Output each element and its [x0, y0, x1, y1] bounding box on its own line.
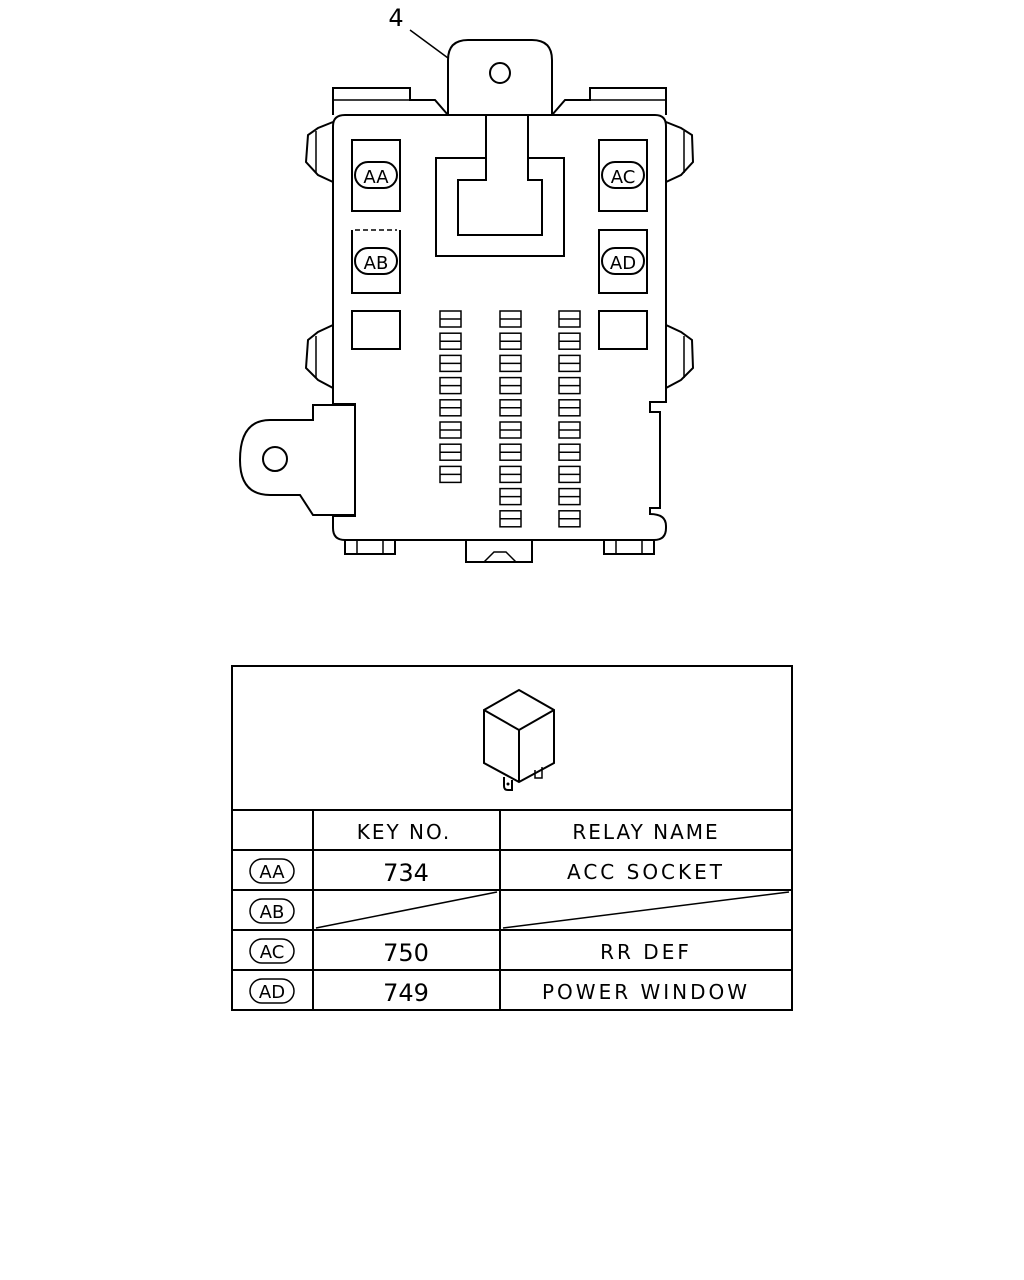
- callout-leader: [409, 29, 449, 59]
- right-clip-upper: [665, 121, 695, 183]
- left-mount-hole: [262, 446, 288, 472]
- bottom-feet: [344, 540, 655, 563]
- left-clip-upper: [304, 121, 334, 183]
- header-relay-name: RELAY NAME: [572, 820, 719, 844]
- row-relay-name: POWER WINDOW: [542, 980, 750, 1004]
- table-row: AA 734 ACC SOCKET: [249, 858, 725, 887]
- slot-ab: AB: [351, 229, 401, 294]
- table-row: AC 750 RR DEF: [249, 938, 692, 967]
- row-code: AC: [260, 942, 285, 963]
- small-socket-left: [351, 310, 401, 350]
- table-row: AB: [249, 891, 790, 929]
- row-relay-name: ACC SOCKET: [567, 860, 725, 884]
- empty-key-slash: [315, 891, 498, 929]
- right-clip-lower: [665, 324, 695, 389]
- top-mounting-tab: [447, 39, 553, 115]
- slot-ad-label: AD: [610, 253, 636, 274]
- center-socket: [435, 115, 565, 257]
- row-key-no: 750: [383, 939, 429, 967]
- row-key-no: 734: [383, 859, 429, 887]
- slot-ab-label: AB: [364, 253, 389, 274]
- empty-name-slash: [502, 891, 790, 929]
- slot-aa-label: AA: [363, 167, 389, 188]
- small-socket-right: [598, 310, 648, 350]
- row-code: AD: [259, 982, 285, 1003]
- table-row: AD 749 POWER WINDOW: [249, 978, 750, 1007]
- relay-icon: [483, 688, 555, 791]
- left-mounting-ear: [238, 404, 355, 516]
- header-key-no: KEY NO.: [357, 820, 452, 844]
- row-key-no: 749: [383, 979, 429, 1007]
- top-mount-hole: [489, 62, 511, 84]
- slot-ac-label: AC: [611, 167, 636, 188]
- top-right-shoulder: [551, 87, 667, 116]
- callout-number: 4: [388, 4, 403, 32]
- row-code: AB: [260, 902, 285, 923]
- left-clip-lower: [304, 324, 334, 389]
- row-code: AA: [259, 862, 285, 883]
- relay-box: AA AB AC AD: [238, 39, 695, 563]
- box-body: [332, 114, 667, 541]
- relay-table: KEY NO. RELAY NAME AA 734 ACC SOCKET AB …: [231, 665, 793, 1011]
- slot-aa: AA: [351, 139, 401, 212]
- slot-ac: AC: [598, 139, 648, 212]
- top-left-shoulder: [332, 87, 449, 116]
- fuse-columns: [439, 310, 581, 528]
- row-relay-name: RR DEF: [600, 940, 692, 964]
- slot-ad: AD: [598, 229, 648, 294]
